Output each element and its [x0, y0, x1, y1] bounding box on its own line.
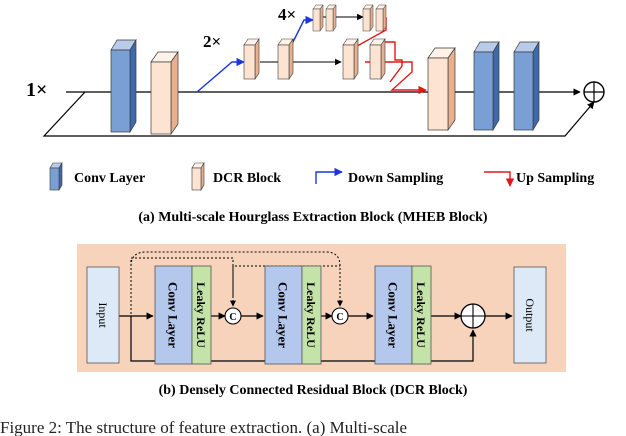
- concat-node: [224, 307, 242, 325]
- panel-b-background: [77, 244, 566, 372]
- up-sampling-arrow: [382, 41, 403, 83]
- conv-layer-block: [110, 38, 137, 134]
- input-label: Input: [96, 302, 110, 328]
- panel-a: 1× 2× 4×: [26, 4, 605, 137]
- conv-layer-box: [154, 265, 193, 365]
- scale-1x-label: 1×: [26, 79, 47, 101]
- dcr-block: [325, 4, 337, 32]
- leaky-relu-label: Leaky ReLU: [304, 282, 318, 348]
- dcr-block: [375, 4, 387, 32]
- scale-2x-label: 2×: [203, 32, 221, 51]
- dcr-block: [243, 38, 260, 80]
- up-sampling-arrow: [365, 61, 427, 95]
- concat-label: C: [336, 312, 343, 323]
- conv-layer-box: [264, 265, 303, 365]
- legend-dcr-label: DCR Block: [213, 171, 281, 186]
- input-box: [86, 266, 120, 364]
- concat-label: C: [229, 312, 236, 323]
- conv-layer-label: Conv Layer: [166, 282, 181, 348]
- concat-node: [331, 307, 349, 325]
- output-label: Output: [523, 298, 537, 332]
- dcr-block: [342, 38, 359, 80]
- output-box: [513, 266, 547, 364]
- legend-conv-swatch: [49, 161, 63, 192]
- dcr-block: [150, 50, 179, 136]
- leaky-relu-label: Leaky ReLU: [194, 282, 208, 348]
- leaky-relu-box: [301, 265, 322, 365]
- legend-up-label: Up Sampling: [516, 171, 594, 186]
- down-sampling-arrow: [290, 15, 314, 47]
- legend: Conv Layer DCR Block Down Sampling Up Sa…: [49, 161, 594, 192]
- legend-down-arrow-icon: [315, 167, 343, 184]
- leaky-relu-box: [411, 265, 432, 365]
- conv-layer-box: [374, 265, 413, 365]
- panel-b-caption: (b) Densely Connected Residual Block (DC…: [159, 383, 468, 398]
- panel-a-caption: (a) Multi-scale Hourglass Extraction Blo…: [138, 210, 488, 225]
- sum-node: [583, 81, 605, 103]
- dcr-block: [312, 4, 324, 32]
- panel-b: Input Conv Layer Leaky ReLU C Conv Layer…: [77, 244, 566, 372]
- dcr-block: [369, 38, 386, 80]
- down-sampling-arrow: [196, 57, 245, 93]
- leaky-relu-label: Leaky ReLU: [414, 282, 428, 348]
- dcr-block: [362, 4, 374, 32]
- figure-caption: Figure 2: The structure of feature extra…: [0, 418, 407, 436]
- dcr-block: [277, 38, 294, 80]
- global-skip-connection: [42, 91, 595, 137]
- legend-up-arrow-icon: [484, 171, 515, 187]
- legend-dcr-swatch: [191, 161, 205, 192]
- dcr-block: [427, 46, 456, 132]
- legend-down-label: Down Sampling: [348, 171, 443, 186]
- conv-layer-label: Conv Layer: [386, 282, 401, 348]
- legend-conv-label: Conv Layer: [74, 171, 145, 186]
- dense-connection: [130, 251, 343, 307]
- conv-layer-label: Conv Layer: [276, 282, 291, 348]
- scale-4x-label: 4×: [278, 5, 296, 24]
- leaky-relu-box: [191, 265, 212, 365]
- sum-node: [460, 303, 486, 329]
- conv-layer-block: [473, 40, 500, 132]
- conv-layer-block: [513, 40, 540, 132]
